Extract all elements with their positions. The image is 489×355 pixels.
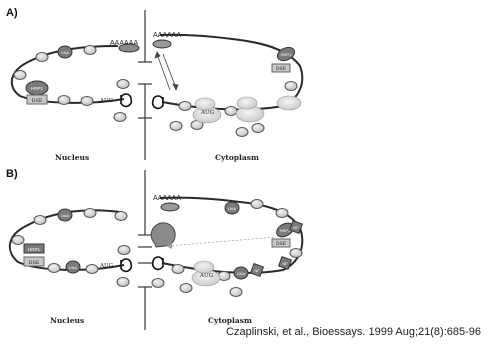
aug-codon-nucleus-a: AUG — [99, 98, 113, 104]
uaa-marker-nucleus-a: UAA — [58, 46, 72, 58]
svg-text:HRP1: HRP1 — [31, 86, 44, 91]
hrp1-complex-nucleus-b: HRP1 DSE — [24, 244, 44, 266]
panel-a-label: A) — [6, 7, 18, 19]
panel-a: A) UAA AAAAAA — [6, 7, 302, 162]
panel-b-label: B) — [6, 168, 18, 180]
svg-text:UAA: UAA — [61, 50, 70, 55]
cap-icon-cytoplasm-a — [153, 96, 163, 108]
svg-text:DSE: DSE — [276, 241, 286, 247]
compartment-label-nucleus-b: Nucleus — [50, 316, 84, 325]
svg-text:UAA: UAA — [69, 265, 78, 270]
poly-a-tail-cytoplasm-b: AAAAAA — [153, 195, 181, 202]
nuclear-envelope-b — [138, 170, 152, 330]
panel-b: B) UAA UAA HRP1 — [6, 168, 302, 330]
compartment-label-cytoplasm-a: Cytoplasm — [215, 153, 259, 162]
cytoplasmic-beads-a — [170, 82, 297, 137]
poly-a-binding-protein-a — [119, 44, 139, 52]
compartment-label-nucleus-a: Nucleus — [55, 153, 89, 162]
uaa-marker-nucleus-b: UAA UAA — [58, 209, 80, 273]
svg-text:NF: NF — [282, 261, 288, 266]
cap-icon-cytoplasm-b — [153, 257, 163, 269]
svg-text:HRP1: HRP1 — [280, 228, 291, 233]
svg-text:HRP1: HRP1 — [281, 52, 292, 57]
pab1-protein-cytoplasm-b — [161, 203, 179, 211]
svg-text:NF: NF — [254, 268, 260, 273]
pab1-protein-cytoplasm-a — [153, 40, 171, 48]
aug-codon-cytoplasm-a: AUG — [200, 110, 214, 116]
signal-dotted-line-b — [168, 237, 276, 246]
aug-codon-cytoplasm-b: AUG — [199, 273, 213, 279]
svg-text:UAA: UAA — [61, 213, 70, 218]
svg-text:HRP1: HRP1 — [28, 247, 41, 252]
citation-text: Czaplinski, et al., Bioessays. 1999 Aug;… — [0, 326, 481, 338]
svg-text:UAA: UAA — [237, 271, 246, 276]
aug-codon-nucleus-b: AUG — [99, 263, 113, 269]
compartment-label-cytoplasm-b: Cytoplasm — [208, 316, 252, 325]
cytoplasmic-beads-b — [152, 200, 302, 297]
svg-text:NF: NF — [293, 225, 299, 230]
svg-text:DSE: DSE — [31, 98, 42, 104]
export-arrows-a — [155, 52, 178, 90]
svg-text:DSE: DSE — [28, 260, 39, 266]
svg-text:UAA: UAA — [228, 206, 237, 211]
hrp1-complex-nucleus-a: HRP1 DSE — [26, 81, 48, 104]
poly-a-tail-cytoplasm-a: AAAAAA — [153, 32, 181, 39]
svg-text:DSE: DSE — [276, 66, 286, 72]
nuclear-envelope-a — [138, 10, 152, 160]
